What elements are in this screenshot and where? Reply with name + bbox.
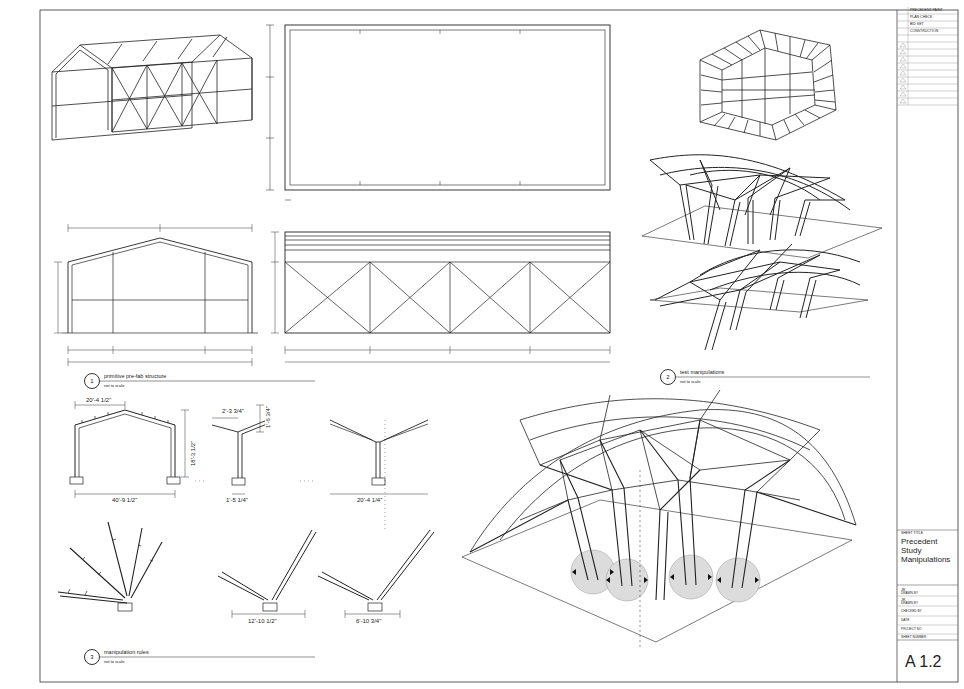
view-title: manipulation rules [104, 649, 149, 655]
dimension: 18'-3 1/2" [190, 441, 197, 466]
callout-number: 2 [666, 374, 669, 380]
scale-note: not to scale [104, 384, 124, 388]
revision-label: PRECEDENT PAINT [910, 9, 943, 13]
sheet-title: Precedent Study Manipulations [901, 538, 956, 564]
callout-circle: 2 [660, 369, 676, 385]
dimension: 12'-10 1/2" [248, 618, 277, 625]
callout-number: 3 [90, 654, 93, 660]
title-block-label: SHEET TITLE [901, 532, 923, 536]
revision-label: CONSTRUCTION [910, 30, 938, 34]
dimension: 6'-10 3/4" [356, 618, 381, 625]
callout-number: 1 [90, 378, 93, 384]
title-block-label: DRAWN BY [901, 592, 918, 596]
scale-note: not to scale [104, 660, 124, 664]
dimension: 20'-4 1/2" [86, 397, 111, 404]
revision-label: PLAN CHECK [910, 16, 932, 20]
dimension: 1'-5 1/4" [226, 497, 248, 504]
dimension: 20'-4 1/4" [357, 497, 382, 504]
callout-circle: 1 [84, 373, 100, 389]
title-block-label: DATE [901, 619, 909, 623]
dimension: 40'-9 1/2" [112, 497, 137, 504]
revision-label: BID SET [910, 23, 924, 27]
dimension: 1'-6 3/4" [265, 406, 272, 428]
title-block-label: DRAWN BY [901, 602, 918, 606]
view-title: primitive pre-fab structure [104, 373, 166, 379]
title-block-label: SHEET NUMBER [901, 636, 926, 640]
scale-note: not to scale [680, 380, 700, 384]
dimension: 2'-3 3/4" [222, 408, 244, 415]
sheet-number: A 1.2 [905, 653, 941, 671]
title-block-label: CHECKED BY [901, 610, 922, 614]
callout-circle: 3 [84, 649, 100, 665]
title-block-label: PROJECT NO [901, 628, 922, 632]
view-title: test manipulations [680, 369, 724, 375]
